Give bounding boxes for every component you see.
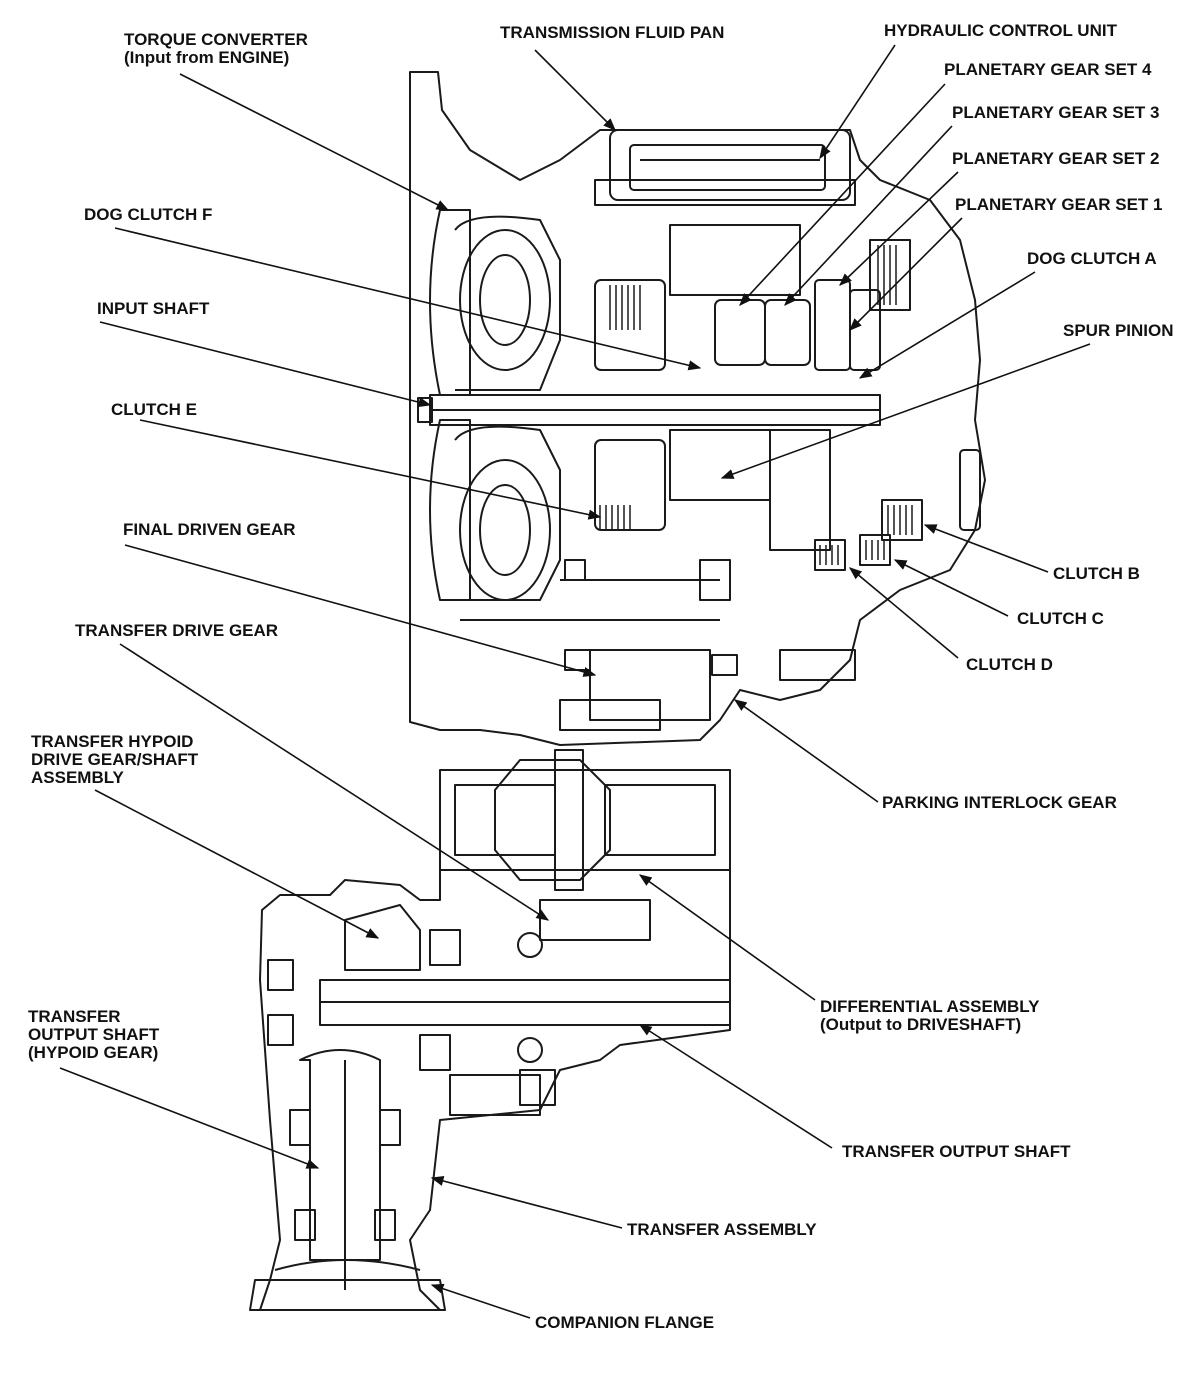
- leader-differential-assembly: [638, 874, 816, 1001]
- leader-planetary-gear-set-3: [784, 125, 953, 306]
- label-dog-clutch-a: DOG CLUTCH A: [1027, 249, 1157, 268]
- label-input-shaft: INPUT SHAFT: [97, 299, 210, 318]
- fluid-pan: [609, 129, 851, 201]
- label-planetary-gear-set-4: PLANETARY GEAR SET 4: [944, 60, 1152, 79]
- label-torque-converter-line1: TORQUE CONVERTER: [124, 30, 308, 49]
- label-transfer-output-shaft: TRANSFER OUTPUT SHAFT: [842, 1142, 1071, 1161]
- label-planetary-gear-set-3: PLANETARY GEAR SET 3: [952, 103, 1160, 122]
- label-clutch-b: CLUTCH B: [1053, 564, 1140, 583]
- label-torque-converter-line2: (Input from ENGINE): [124, 48, 290, 67]
- label-transfer-hypoid-line1: TRANSFER HYPOID: [31, 732, 194, 751]
- transfer-case-outline: [259, 869, 731, 1311]
- label-transfer-hypoid-line2: DRIVE GEAR/SHAFT: [31, 750, 199, 769]
- label-transfer-hypoid-drive-gear: TRANSFER HYPOID DRIVE GEAR/SHAFT ASSEMBL…: [31, 733, 198, 787]
- label-transfer-drive-gear: TRANSFER DRIVE GEAR: [75, 621, 279, 640]
- leader-transfer-output-shaft-hypoid: [59, 1067, 320, 1169]
- label-planetary-gear-set-2: PLANETARY GEAR SET 2: [952, 149, 1160, 168]
- leader-planetary-gear-set-1: [849, 217, 963, 331]
- leader-torque-converter: [179, 73, 450, 211]
- leader-planetary-gear-set-4: [739, 83, 946, 306]
- label-clutch-d: CLUTCH D: [966, 655, 1053, 674]
- label-transfer-output-hypoid-line1: TRANSFER: [28, 1007, 121, 1026]
- leader-dog-clutch-a: [858, 271, 1036, 379]
- transmission-case-outline: [409, 71, 986, 746]
- clutch-b-pack: [881, 499, 923, 541]
- label-transfer-output-shaft-hypoid: TRANSFER OUTPUT SHAFT (HYPOID GEAR): [28, 1008, 159, 1062]
- leader-companion-flange: [430, 1283, 531, 1319]
- label-transmission-fluid-pan: TRANSMISSION FLUID PAN: [500, 23, 725, 42]
- leader-transfer-output-shaft: [638, 1024, 833, 1149]
- label-planetary-gear-set-1: PLANETARY GEAR SET 1: [955, 195, 1163, 214]
- planetary-gear-set-2: [814, 279, 851, 371]
- leader-transfer-assembly: [430, 1175, 623, 1229]
- torque-converter: [429, 209, 471, 396]
- label-differential-assembly: DIFFERENTIAL ASSEMBLY (Output to DRIVESH…: [820, 998, 1039, 1034]
- leader-clutch-c: [893, 559, 1009, 617]
- label-differential-line1: DIFFERENTIAL ASSEMBLY: [820, 997, 1040, 1016]
- label-companion-flange: COMPANION FLANGE: [535, 1313, 715, 1332]
- label-torque-converter: TORQUE CONVERTER (Input from ENGINE): [124, 31, 308, 67]
- leader-dog-clutch-f: [114, 227, 702, 371]
- companion-flange-outline: [249, 1279, 446, 1311]
- leader-final-driven-gear: [124, 544, 597, 677]
- label-spur-pinion: SPUR PINION: [1063, 321, 1174, 340]
- label-transfer-output-hypoid-line3: (HYPOID GEAR): [28, 1043, 159, 1062]
- clutch-c-pack: [859, 534, 891, 566]
- label-differential-line2: (Output to DRIVESHAFT): [820, 1015, 1022, 1034]
- leader-transfer-hypoid-drive-gear: [94, 789, 380, 939]
- label-clutch-c: CLUTCH C: [1017, 609, 1104, 628]
- planetary-gear-set-1: [849, 289, 881, 371]
- label-transfer-output-hypoid-line2: OUTPUT SHAFT: [28, 1025, 160, 1044]
- label-final-driven-gear: FINAL DRIVEN GEAR: [123, 520, 296, 539]
- transfer-drive-gear: [539, 899, 651, 941]
- label-hydraulic-control-unit: HYDRAULIC CONTROL UNIT: [884, 21, 1117, 40]
- leader-parking-interlock-gear: [733, 699, 879, 803]
- leader-clutch-d: [849, 567, 959, 659]
- leader-input-shaft: [99, 321, 432, 408]
- label-parking-interlock-gear: PARKING INTERLOCK GEAR: [882, 793, 1117, 812]
- final-driven-gear: [589, 649, 711, 721]
- label-dog-clutch-f: DOG CLUTCH F: [84, 205, 213, 224]
- leader-clutch-b: [923, 524, 1049, 573]
- planetary-gear-set-4: [714, 299, 766, 366]
- leader-transfer-drive-gear: [119, 643, 550, 921]
- clutch-d-pack: [814, 539, 846, 571]
- label-transfer-hypoid-line3: ASSEMBLY: [31, 768, 124, 787]
- label-clutch-e: CLUTCH E: [111, 400, 197, 419]
- leader-transmission-fluid-pan: [534, 49, 616, 131]
- leader-planetary-gear-set-2: [839, 171, 959, 286]
- planetary-gear-set-3: [764, 299, 811, 366]
- leader-spur-pinion: [720, 343, 1091, 479]
- leader-hydraulic-control-unit: [819, 44, 896, 160]
- leader-clutch-e: [139, 419, 602, 520]
- transfer-output-shaft-vertical: [299, 1049, 381, 1261]
- label-transfer-assembly: TRANSFER ASSEMBLY: [627, 1220, 817, 1239]
